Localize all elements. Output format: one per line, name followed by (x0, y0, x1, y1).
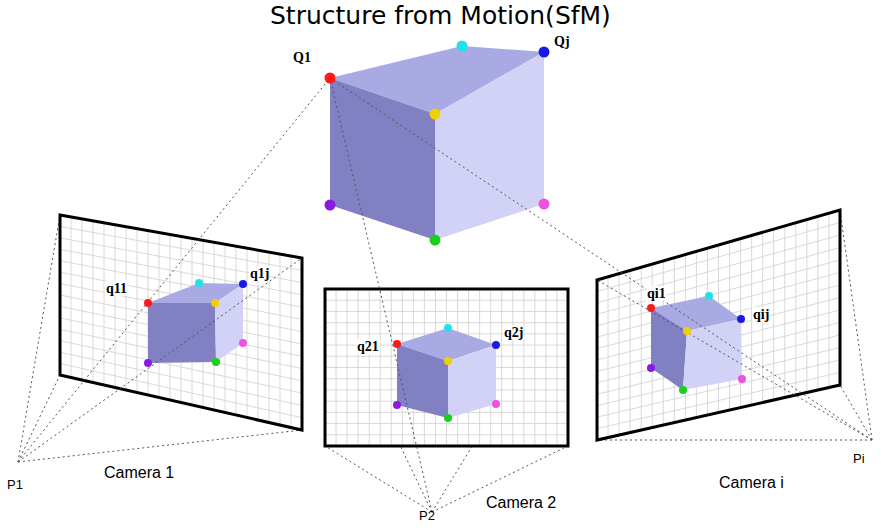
grid-line (325, 300, 568, 301)
feature-point (444, 357, 452, 365)
feature-point (737, 315, 745, 323)
feature-point (647, 364, 655, 372)
image-planes (60, 210, 840, 446)
feature-point (683, 327, 691, 335)
feature-point (239, 280, 247, 288)
camera-frustums (18, 210, 872, 512)
feature-point (492, 400, 500, 408)
camera-center-label: P1 (6, 478, 24, 492)
feature-point (539, 47, 550, 58)
frustum-line (18, 215, 60, 462)
camera-name: Camera 1 (103, 464, 175, 482)
feature-point (211, 299, 219, 307)
point-label: q11 (105, 281, 128, 296)
feature-point (679, 386, 687, 394)
feature-point (212, 358, 220, 366)
grid-line (60, 238, 302, 283)
world-cube (330, 46, 544, 240)
feature-point (144, 299, 152, 307)
grid-line (60, 226, 302, 270)
point-label: q1j (249, 266, 270, 281)
image-plane-i (597, 210, 840, 440)
feature-point (647, 304, 655, 312)
cube-right-face (683, 319, 742, 390)
cube-left-face (148, 303, 216, 363)
point-label: Q1 (292, 50, 312, 65)
frustum-line (18, 258, 302, 462)
projection-ray (330, 78, 872, 440)
feature-point (239, 339, 247, 347)
frustum-line (597, 280, 872, 440)
grid-line (325, 434, 568, 435)
feature-point (325, 73, 336, 84)
projection-ray (18, 78, 330, 462)
feature-point (393, 340, 401, 348)
cube-right-face (448, 345, 496, 418)
frustum-line (18, 430, 302, 462)
feature-point (738, 375, 746, 383)
frustum-line (840, 385, 872, 440)
frustum-line (432, 446, 568, 512)
title: Structure from Motion(SfM) (270, 2, 611, 30)
feature-point (444, 414, 452, 422)
feature-point (444, 324, 452, 332)
feature-point (539, 199, 550, 210)
point-label: q2j (503, 325, 524, 340)
grid-line (60, 364, 302, 418)
point-label: q21 (356, 339, 380, 354)
cube-left-face (397, 344, 448, 418)
point-label: Qj (553, 34, 571, 49)
image-plane-i-border (597, 210, 840, 440)
point-label: qi1 (646, 286, 667, 301)
projected-cube-i (651, 296, 742, 390)
projected-cube-1 (148, 283, 243, 363)
grid-line (325, 311, 568, 312)
cube-left-face (651, 308, 687, 390)
projection-rays (18, 78, 872, 512)
feature-point (393, 401, 401, 409)
feature-point (430, 235, 441, 246)
feature-points (144, 41, 746, 423)
feature-point (144, 359, 152, 367)
frustum-line (325, 446, 432, 512)
feature-point (457, 41, 468, 52)
point-label: qij (752, 307, 770, 322)
cube-left-face (330, 78, 435, 240)
cube-right-face (435, 52, 544, 240)
feature-point (705, 292, 713, 300)
image-plane-1-border (60, 215, 302, 430)
image-plane-2 (325, 289, 568, 446)
feature-point (430, 109, 441, 120)
feature-point (325, 200, 336, 211)
feature-point (492, 341, 500, 349)
frustum-line (840, 210, 872, 440)
image-plane-2-border (325, 289, 568, 446)
grid-line (60, 249, 302, 295)
camera-center-label: Pi (852, 452, 866, 466)
projection-ray (330, 78, 432, 512)
feature-point (195, 279, 203, 287)
image-plane-1 (60, 215, 302, 430)
cube-right-face (215, 284, 243, 362)
grid-line (325, 423, 568, 424)
camera-name: Camera 2 (485, 494, 557, 512)
grid-line (325, 322, 568, 323)
projected-cube-2 (397, 328, 496, 418)
camera-name: Camera i (718, 474, 785, 492)
frustum-line (597, 440, 872, 441)
camera-center-label: P2 (418, 509, 436, 523)
